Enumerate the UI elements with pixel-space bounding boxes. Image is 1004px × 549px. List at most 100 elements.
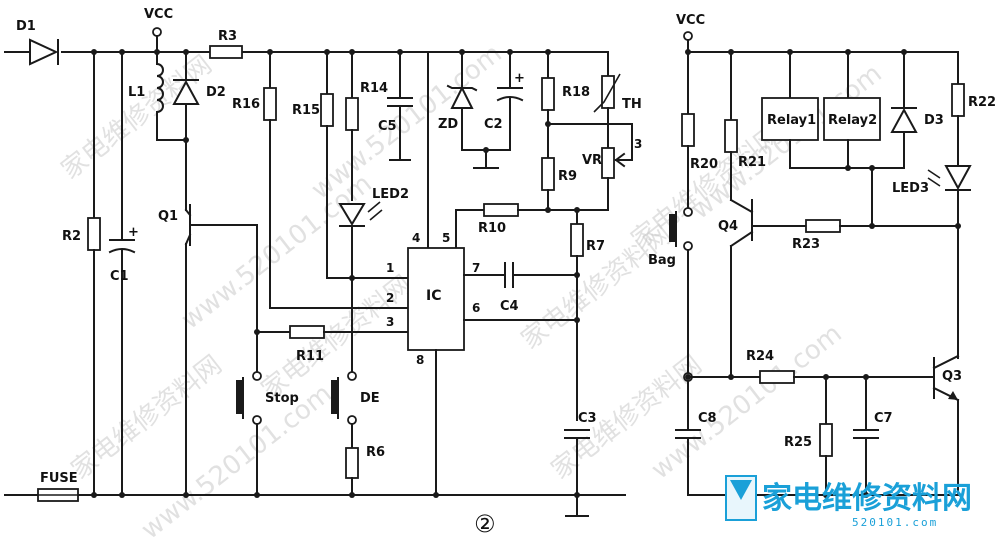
resistor-r22: R22 <box>951 51 996 165</box>
transistor-q4: Q4 <box>718 199 807 378</box>
label-r7: R7 <box>586 239 605 254</box>
label-r18: R18 <box>562 85 590 100</box>
transistor-q3: Q3 <box>932 354 962 496</box>
label-r16: R16 <box>232 97 260 112</box>
ic-pin-4: 4 <box>412 231 420 245</box>
resistor-r6: R6 <box>345 445 385 496</box>
label-r15: R15 <box>292 103 320 118</box>
relay-block: Relay1 Relay2 <box>761 49 907 227</box>
label-led3: LED3 <box>892 181 929 196</box>
label-r20: R20 <box>690 157 718 172</box>
label-r3: R3 <box>218 29 237 44</box>
ic-pin-5: 5 <box>442 231 450 245</box>
potentiometer-vr: VR 3 <box>582 123 642 209</box>
label-r2: R2 <box>62 229 81 244</box>
switch-bag: Bag <box>648 207 693 431</box>
label-vcc-left: VCC <box>144 7 173 22</box>
diode-d3: D3 <box>890 107 944 169</box>
resistor-r14: R14 <box>345 51 388 201</box>
label-l1: L1 <box>128 85 145 100</box>
resistor-r7: R7 <box>570 209 605 421</box>
resistor-r15: R15 <box>292 51 409 279</box>
led-led2: LED2 <box>338 187 409 373</box>
left-rails <box>4 51 626 496</box>
label-q1: Q1 <box>158 209 178 224</box>
label-q3: Q3 <box>942 369 962 384</box>
brand-name: 家电维修资料网 <box>762 481 972 516</box>
label-c5: C5 <box>378 119 397 134</box>
watermark-url: www.520101.com <box>646 319 848 486</box>
label-q4: Q4 <box>718 219 738 234</box>
label-vcc-right: VCC <box>676 13 705 28</box>
diode-d1: D1 <box>16 19 59 66</box>
resistor-r2: R2 <box>62 51 101 496</box>
resistor-r18: R18 <box>541 51 590 159</box>
label-relay2: Relay2 <box>828 113 877 128</box>
label-r6: R6 <box>366 445 385 460</box>
capacitor-c7: C7 <box>853 376 893 496</box>
label-d1: D1 <box>16 19 36 34</box>
resistor-r3: R3 <box>209 29 243 59</box>
ic-pin-7: 7 <box>472 261 480 275</box>
capacitor-c4: C4 <box>500 262 578 314</box>
label-bag: Bag <box>648 253 676 268</box>
ic-pin-8: 8 <box>416 353 424 367</box>
label-r22: R22 <box>968 95 996 110</box>
vcc-right: VCC <box>676 13 959 53</box>
label-relay1: Relay1 <box>767 113 816 128</box>
label-c7: C7 <box>874 411 893 426</box>
vr-pin-3: 3 <box>634 137 642 151</box>
label-de: DE <box>360 391 380 406</box>
label-d3: D3 <box>924 113 944 128</box>
watermark-text: 家电维修资料网 <box>66 350 228 486</box>
watermark-url: www.520101.com <box>306 39 508 206</box>
diode-d2: D2 <box>156 51 226 211</box>
capacitor-c5: C5 <box>378 51 413 161</box>
led-led3: LED3 <box>892 165 972 359</box>
label-r14: R14 <box>360 81 388 96</box>
resistor-r9: R9 <box>541 121 633 209</box>
vcc-left: VCC <box>144 7 173 53</box>
label-fuse: FUSE <box>40 471 78 486</box>
fuse: FUSE <box>37 471 79 502</box>
label-r10: R10 <box>478 221 506 236</box>
watermark-text: 家电维修资料网 <box>56 50 218 186</box>
switch-de: DE <box>331 371 380 449</box>
label-c8: C8 <box>698 411 717 426</box>
c2-plus: + <box>514 71 525 86</box>
label-r21: R21 <box>738 155 766 170</box>
resistor-r23: R23 <box>792 219 959 252</box>
watermark-url: www.520101.com <box>686 59 888 226</box>
ic-chip: IC 4 5 1 2 3 7 6 8 <box>386 51 578 496</box>
label-c4: C4 <box>500 299 519 314</box>
label-r9: R9 <box>558 169 577 184</box>
ic-pin-2: 2 <box>386 291 394 305</box>
inductor-l1: L1 <box>128 51 164 141</box>
resistor-r20: R20 <box>681 51 718 209</box>
resistor-r11: R11 <box>256 325 409 364</box>
label-r25: R25 <box>784 435 812 450</box>
label-r23: R23 <box>792 237 820 252</box>
switch-stop: Stop <box>236 224 299 496</box>
label-d2: D2 <box>206 85 226 100</box>
label-zd: ZD <box>438 117 458 132</box>
resistor-r24: R24 <box>687 349 935 384</box>
resistor-r21: R21 <box>724 49 766 214</box>
capacitor-c1: + C1 <box>108 51 139 496</box>
brand-logo: 家电维修资料网 520101.com <box>725 475 972 529</box>
label-r11: R11 <box>296 349 324 364</box>
resistor-r25: R25 <box>784 376 833 496</box>
resistor-r10: R10 <box>455 203 609 236</box>
label-c3: C3 <box>578 411 597 426</box>
ic-label: IC <box>426 288 441 304</box>
ic-pin-1: 1 <box>386 261 394 275</box>
capacitor-c3: C3 <box>564 411 597 517</box>
ic-pin-3: 3 <box>386 315 394 329</box>
left-junctions <box>91 49 580 498</box>
capacitor-c2: + C2 <box>473 51 525 169</box>
ic-pin-6: 6 <box>472 301 480 315</box>
label-th: TH <box>622 97 642 112</box>
resistor-r16: R16 <box>232 51 409 309</box>
label-c1: C1 <box>110 269 129 284</box>
